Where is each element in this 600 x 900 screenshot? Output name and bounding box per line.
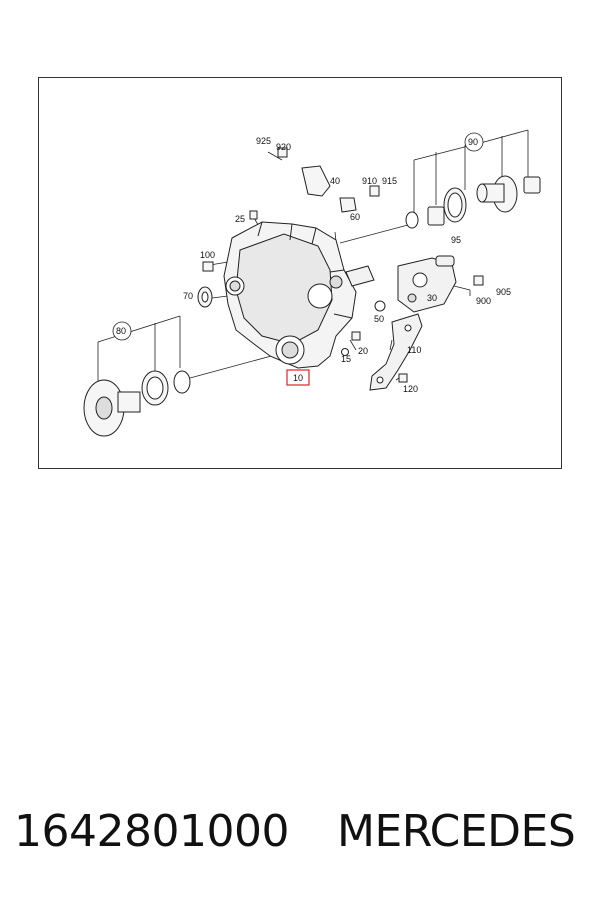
label-915: 915: [382, 176, 397, 186]
label-10: 10: [293, 373, 303, 383]
label-20: 20: [358, 346, 368, 356]
label-910: 910: [362, 176, 377, 186]
small-parts: [197, 147, 484, 383]
label-925: 925: [256, 136, 271, 146]
callout-90-circle: [464, 132, 484, 152]
label-40: 40: [330, 176, 340, 186]
label-920: 920: [276, 142, 291, 152]
front-output-flange: [83, 370, 191, 437]
label-100: 100: [200, 250, 215, 260]
label-60: 60: [350, 212, 360, 222]
callout-80-circle: [112, 321, 132, 341]
brand-name: MERCEDES: [337, 806, 576, 857]
label-30: 30: [427, 293, 437, 303]
highlight-box: [286, 369, 310, 386]
rear-output-flange: [405, 175, 541, 229]
part-number: 1642801000: [14, 806, 289, 857]
label-95: 95: [451, 235, 461, 245]
label-15: 15: [341, 354, 351, 364]
actuator-motor: [345, 255, 457, 313]
label-900: 900: [476, 296, 491, 306]
label-120: 120: [403, 384, 418, 394]
label-90: 90: [468, 137, 478, 147]
mounting-bracket: [369, 313, 423, 391]
transfer-case-housing: [223, 221, 357, 369]
label-70: 70: [183, 291, 193, 301]
label-110: 110: [407, 345, 421, 355]
label-905: 905: [496, 287, 511, 297]
label-50: 50: [374, 314, 384, 324]
label-80: 80: [116, 326, 126, 336]
label-25: 25: [235, 214, 245, 224]
